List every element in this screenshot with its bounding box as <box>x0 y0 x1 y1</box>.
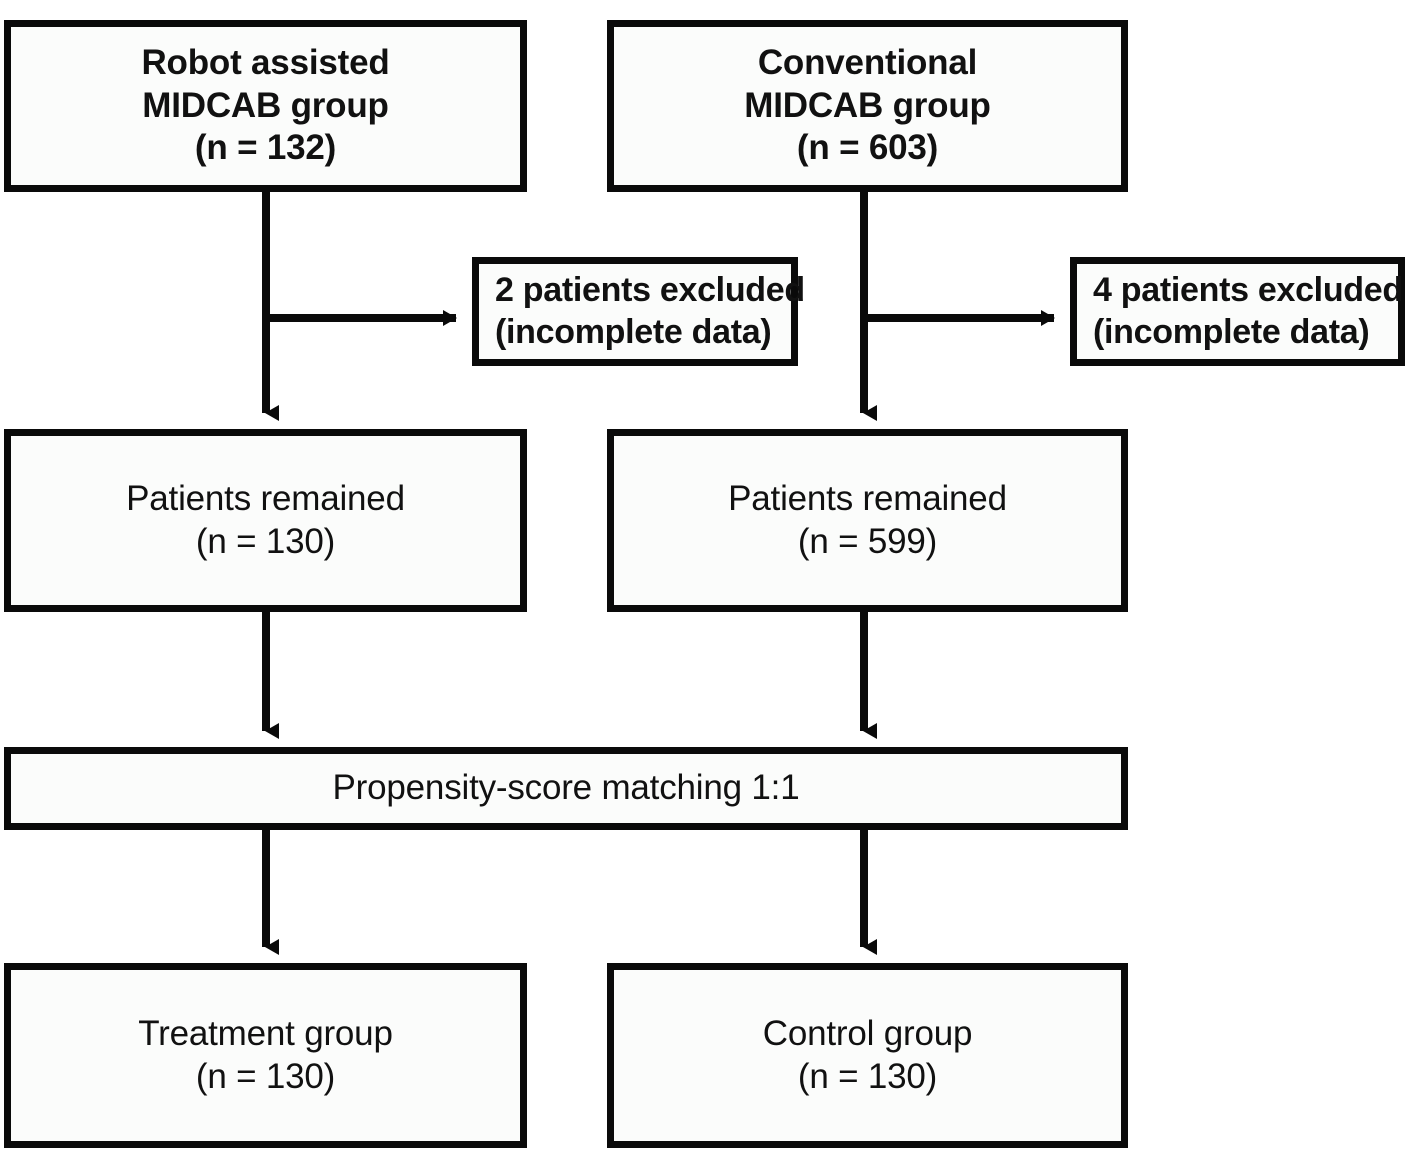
robot-group-line-1: Robot assisted <box>141 42 390 82</box>
node-excluded-right: 4 patients excluded (incomplete data) <box>1070 257 1405 366</box>
conventional-group-line-2: MIDCAB group <box>744 85 991 125</box>
matching-bar-label: Propensity-score matching 1:1 <box>332 768 800 808</box>
excluded-right-line-1: 4 patients excluded <box>1093 271 1403 310</box>
conventional-group-count: (n = 603) <box>796 128 939 168</box>
excluded-left-line-1: 2 patients excluded <box>495 271 805 310</box>
excluded-right-line-2: (incomplete data) <box>1093 312 1370 351</box>
conventional-group-line-1: Conventional <box>757 42 978 82</box>
node-conventional-midcab-group: Conventional MIDCAB group (n = 603) <box>607 20 1128 192</box>
node-propensity-score-matching: Propensity-score matching 1:1 <box>4 747 1128 830</box>
control-group-count: (n = 130) <box>797 1056 938 1096</box>
treatment-group-count: (n = 130) <box>195 1056 336 1096</box>
node-treatment-group: Treatment group (n = 130) <box>4 963 527 1148</box>
remained-left-label: Patients remained <box>126 478 405 518</box>
treatment-group-label: Treatment group <box>138 1013 393 1053</box>
node-control-group: Control group (n = 130) <box>607 963 1128 1148</box>
robot-group-count: (n = 132) <box>194 128 337 168</box>
robot-group-line-2: MIDCAB group <box>142 85 389 125</box>
control-group-label: Control group <box>762 1013 973 1053</box>
excluded-left-line-2: (incomplete data) <box>495 312 772 351</box>
remained-left-count: (n = 130) <box>195 521 336 561</box>
node-excluded-left: 2 patients excluded (incomplete data) <box>472 257 805 366</box>
node-robot-assisted-midcab-group: Robot assisted MIDCAB group (n = 132) <box>4 20 527 192</box>
remained-right-count: (n = 599) <box>797 521 938 561</box>
node-patients-remained-right: Patients remained (n = 599) <box>607 429 1128 612</box>
node-patients-remained-left: Patients remained (n = 130) <box>4 429 527 612</box>
remained-right-label: Patients remained <box>728 478 1007 518</box>
